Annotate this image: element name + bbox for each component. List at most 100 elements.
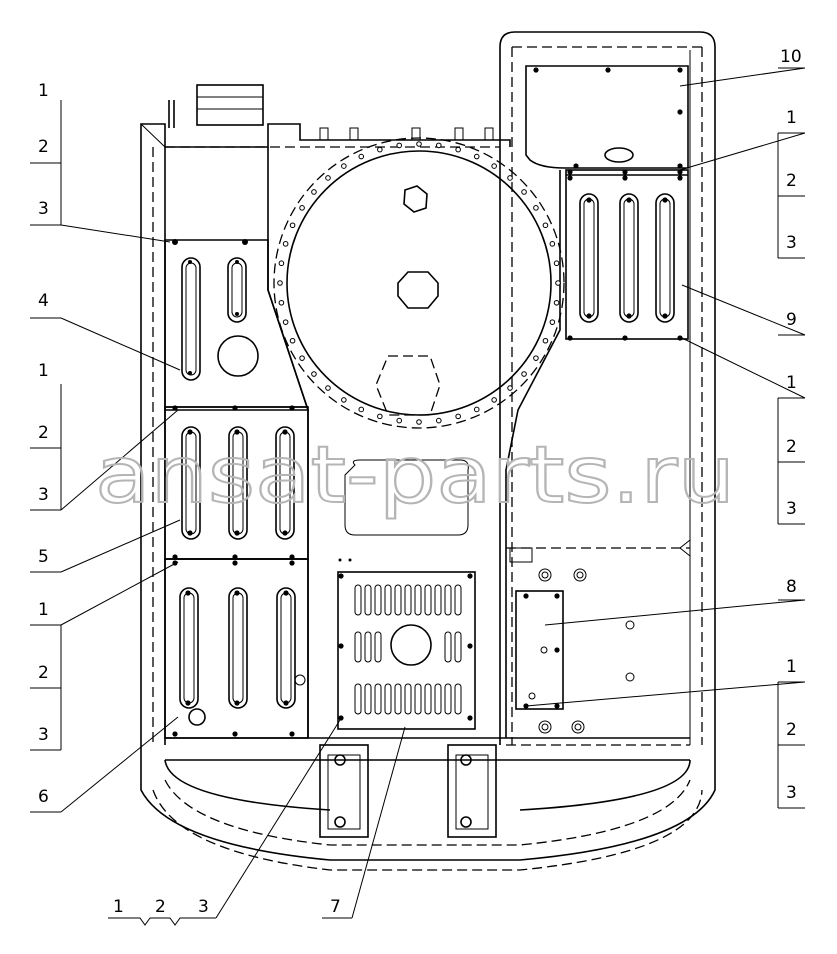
- cover-bolt: [554, 593, 560, 599]
- gear-bolt-hole: [542, 337, 549, 344]
- grille-slot: [454, 683, 462, 715]
- cover-bolt: [677, 109, 683, 115]
- cover-bolt: [289, 731, 295, 737]
- gear-bolt-hole: [396, 142, 403, 149]
- cover-bolt: [282, 429, 288, 435]
- cover-bolt: [554, 647, 560, 653]
- gear-bolt-hole: [277, 280, 283, 286]
- gear-bolt-hole: [455, 413, 461, 420]
- grille-slot: [394, 584, 402, 616]
- grille-slot: [444, 683, 452, 715]
- cover-bolt: [605, 67, 611, 73]
- callout-right-3a: 3: [786, 233, 797, 253]
- grille-slot: [364, 683, 372, 715]
- cover-bolt: [677, 175, 683, 181]
- inspection-window: [344, 459, 469, 536]
- callout-bottom-7: 7: [330, 897, 341, 917]
- gear-bolt-hole: [289, 337, 296, 344]
- callout-left-4: 4: [38, 291, 49, 311]
- cover-6: [164, 558, 309, 739]
- cover-bolt: [567, 169, 573, 175]
- gear-bolt-hole: [341, 163, 347, 169]
- cover-bolt: [467, 573, 473, 579]
- cover-bolt: [467, 643, 473, 649]
- cover-bolt: [187, 429, 193, 435]
- cover-bolt: [185, 590, 191, 596]
- gear-bolt-hole: [289, 222, 296, 229]
- gear-bolt-hole: [311, 189, 317, 195]
- grille-slot: [374, 584, 382, 616]
- gear-bolt-hole: [282, 241, 289, 247]
- cover-bolt: [232, 731, 238, 737]
- cover-bolt: [234, 700, 240, 706]
- grille-slot: [424, 584, 432, 616]
- cover-bolt: [533, 67, 539, 73]
- grille-slot: [454, 631, 462, 663]
- gear-bolt-hole: [341, 397, 347, 403]
- cover-7: [337, 571, 476, 730]
- cover-bolt: [338, 643, 344, 649]
- cover-bolt: [677, 163, 683, 169]
- grille-slot: [404, 584, 412, 616]
- cover-bolt: [232, 405, 238, 411]
- callout-right-2a: 2: [786, 171, 797, 191]
- grille-slot: [374, 683, 382, 715]
- gear-bolt-hole: [396, 417, 403, 424]
- callout-bottom-1: 1: [113, 897, 124, 917]
- cover-bolt: [338, 573, 344, 579]
- callout-right-9: 9: [786, 310, 797, 330]
- gear-bolt-hole: [416, 419, 422, 425]
- gear-bolt-hole: [549, 241, 556, 247]
- gear-bolt-hole: [473, 153, 480, 160]
- callout-right-10: 10: [780, 47, 802, 67]
- gear-bolt-hole: [435, 142, 442, 149]
- lifting-lugs: [319, 744, 497, 838]
- grille-slot: [424, 683, 432, 715]
- cover-bolt: [567, 175, 573, 181]
- cover-bolt: [622, 175, 628, 181]
- callout-left-2a: 2: [38, 137, 49, 157]
- cover-bolt: [283, 700, 289, 706]
- cover-8: [515, 590, 564, 710]
- callout-left-1a: 1: [38, 81, 49, 101]
- grille-slot: [414, 584, 422, 616]
- grille-slot: [364, 584, 372, 616]
- cover-bolt: [172, 554, 178, 560]
- callout-right-1b: 1: [786, 373, 797, 393]
- cover-bolt: [626, 313, 632, 319]
- cover-bolt: [573, 163, 579, 169]
- grille-slot: [364, 631, 372, 663]
- gear-bolt-hole: [278, 299, 285, 306]
- cover-bolt: [662, 313, 668, 319]
- grille-slot: [434, 683, 442, 715]
- cover-bolt: [586, 197, 592, 203]
- cover-4: [164, 239, 310, 411]
- callout-left-3d: 3: [38, 725, 49, 745]
- gear-bolt-hole: [377, 146, 383, 153]
- cover-bolt: [586, 313, 592, 319]
- grille-slot: [354, 631, 362, 663]
- callout-right-3b: 3: [786, 499, 797, 519]
- cover-bolt: [626, 197, 632, 203]
- cover-bolt: [282, 530, 288, 536]
- gear-bolt-hole: [521, 371, 527, 377]
- hidden-lines: [152, 46, 703, 871]
- gear-bolt-hole: [491, 163, 497, 169]
- gear-bolt-hole: [533, 205, 539, 211]
- cover-9: [565, 169, 689, 340]
- grille-slot: [374, 631, 382, 663]
- cover-bolt: [172, 405, 178, 411]
- grille-slot: [444, 631, 452, 663]
- cover-bolt: [338, 715, 344, 721]
- watermark: ansat-parts.ru: [95, 431, 735, 521]
- gear-bolt-hole: [325, 385, 331, 391]
- cover-bolt: [187, 530, 193, 536]
- grille-slot: [354, 584, 362, 616]
- cover-bolt: [234, 429, 240, 435]
- gear-bolt-hole: [311, 371, 317, 377]
- callout-left-2d: 2: [38, 663, 49, 683]
- gear-bolt-hole: [542, 222, 549, 229]
- callout-bottom-2: 2: [155, 897, 166, 917]
- callout-numbers: 1 2 3 4 1 2 3 5 1 2 3 6 3 1 2 3 7 10 1 2…: [38, 47, 802, 917]
